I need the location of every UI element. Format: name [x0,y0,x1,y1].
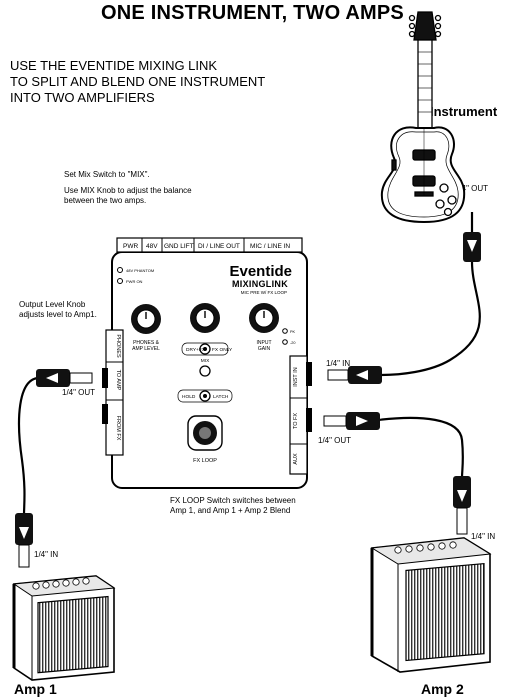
switch-fxonly-label: FX ONLY [212,347,233,353]
jack-inst-in-label: INST IN [293,367,299,386]
cable-to-amp [17,376,39,516]
product-subtitle: MIC PRE W/ FX LOOP [241,290,287,295]
jack-from-fx-label: FROM FX [115,416,121,441]
label-amp1-in: 1/4" IN [34,550,59,559]
label-amp2-in: 1/4" IN [471,532,496,541]
footswitch-icon [187,415,223,451]
product-name: MIXINGLINK [232,279,288,289]
amp2-label: Amp 2 [421,681,464,697]
cable-guitar-to-inst [379,261,481,377]
switch-hold-label: HOLD [182,394,196,400]
note-mix-knob-2: between the two amps. [64,196,147,205]
intro-line-1: USE THE EVENTIDE MIXING LINK [10,58,218,73]
guitar-icon [380,11,466,224]
note-fx-loop-1: FX LOOP Switch switches between [170,496,296,505]
plug-guitar-out [463,232,481,262]
note-mix-switch: Set Mix Switch to "MIX". [64,170,150,179]
knob-input-label-2: GAIN [258,346,271,352]
footswitch-label: FX LOOP [193,458,217,464]
led-pwr-label: PWR ON [126,279,143,284]
amp1-icon [12,575,116,681]
instrument-label: Instrument [430,104,498,119]
note-fx-loop-2: Amp 1, and Amp 1 + Amp 2 Blend [170,506,291,515]
note-mix-knob-1: Use MIX Knob to adjust the balance [64,186,192,195]
intro-line-3: INTO TWO AMPLIFIERS [10,90,155,105]
label-inst-in: 1/4" IN [326,359,351,368]
note-output-level-1: Output Level Knob [19,300,86,309]
switch-dry-label: DRY+FX [186,347,206,353]
jack-to-fx-label: TO FX [293,413,299,429]
mix-switch-icon [181,342,229,356]
intro-line-2: TO SPLIT AND BLEND ONE INSTRUMENT [10,74,266,89]
knob-input-gain [249,303,279,333]
switch-latch-label: LATCH [213,394,229,400]
page-title: ONE INSTRUMENT, TWO AMPS [101,2,404,24]
pad-label-1: PK [290,330,296,334]
intro-text: USE THE EVENTIDE MIXING LINK TO SPLIT AN… [10,58,265,106]
brand-logo: Eventide [229,263,292,280]
label-to-fx-out: 1/4" OUT [318,436,352,445]
knob-phones [131,304,161,334]
plug-inst-in [327,366,382,384]
plug-to-fx [323,412,380,430]
jack-gnd-lift: GND LIFT [164,243,194,250]
plug-amp2-in [453,476,471,535]
knob-mix [190,303,220,333]
jack-pwr: PWR [123,243,138,250]
pedal-labels: PWR 48V GND LIFT DI / LINE OUT MIC / LIN… [115,243,299,465]
momentary-switch-icon [177,365,233,403]
amp2-icon [370,537,492,673]
jack-di-line-out: DI / LINE OUT [198,243,240,250]
amp1-label: Amp 1 [14,681,57,697]
knob-input-label-1: INPUT [257,340,272,346]
jack-aux-label: AUX [293,453,299,465]
cable-to-fx [377,416,464,479]
knob-phones-label-2: AMP LEVEL [132,346,160,352]
note-output-level-2: adjusts level to Amp1. [19,310,97,319]
pad-label-2: -20 [290,341,296,345]
jack-48v: 48V [146,243,158,250]
cables [17,212,481,516]
plug-to-amp [36,369,93,387]
led-48v-label: 48V PHANTOM [126,268,154,273]
label-guitar-out: 1/4" OUT [455,184,489,193]
jack-to-amp-label: TO AMP [115,370,121,391]
jack-phones-label: PHONES [115,334,121,358]
label-to-amp-out: 1/4" OUT [62,388,96,397]
plug-amp1-in [15,513,33,568]
jack-mic-line-in: MIC / LINE IN [250,243,290,250]
switch-mix-label: MIX [201,358,210,364]
knob-phones-label-1: PHONES & [133,340,160,346]
